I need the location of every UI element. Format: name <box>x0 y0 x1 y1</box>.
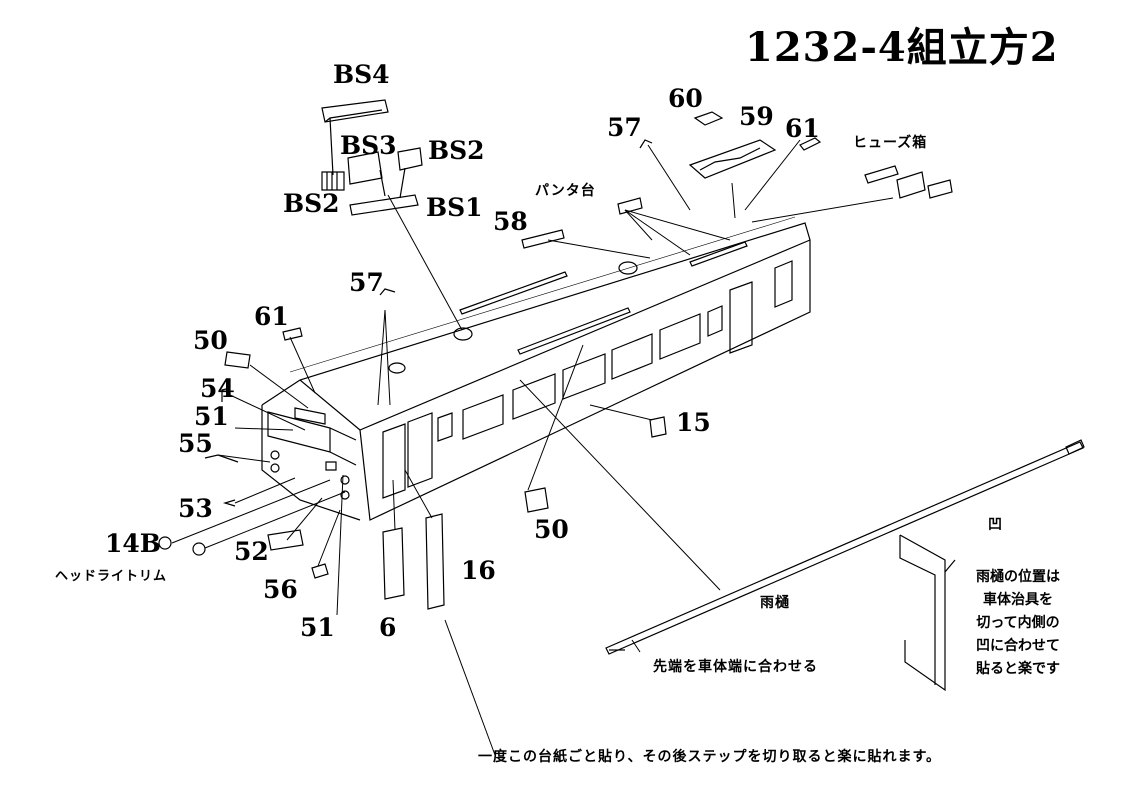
part-label-bs2-left: BS2 <box>283 189 340 218</box>
rain-gutter <box>606 440 1084 654</box>
part-label-bs1: BS1 <box>426 193 483 222</box>
part-label-60: 60 <box>668 84 703 113</box>
part-label-57-mid: 57 <box>349 268 384 297</box>
part-label-51-lower: 51 <box>300 613 335 642</box>
label-rain-gutter: 雨樋 <box>760 595 790 611</box>
car-body <box>262 217 810 520</box>
label-fuse-box: ヒューズ箱 <box>853 135 928 151</box>
part-label-55: 55 <box>178 429 213 458</box>
part-label-16: 16 <box>461 556 496 585</box>
note-line: 雨樋の位置は <box>976 569 1060 585</box>
label-recess: 凹 <box>988 517 1003 533</box>
part-label-52: 52 <box>234 537 269 566</box>
page-title: 1232-4組立方2 <box>745 24 1059 71</box>
bs-parts <box>322 100 422 215</box>
gutter-position-note: 雨樋の位置は 車体治具を 切って内側の 凹に合わせて 貼ると楽です <box>962 566 1074 681</box>
label-headlight-trim: ヘッドライトリム <box>55 569 168 584</box>
part-label-6: 6 <box>379 613 397 642</box>
part-label-61-top: 61 <box>785 114 820 143</box>
leader-lines <box>172 140 893 755</box>
part-label-56: 56 <box>263 575 298 604</box>
part-label-61-left: 61 <box>254 302 289 331</box>
part-label-14b: 14B <box>105 529 161 558</box>
part-label-54: 54 <box>200 374 235 403</box>
part-label-51-upper: 51 <box>194 402 229 431</box>
part-label-bs2-top: BS2 <box>428 136 485 165</box>
gutter-jig <box>900 535 955 690</box>
note-line: 貼ると楽です <box>976 661 1060 677</box>
small-parts <box>158 328 666 609</box>
part-label-53: 53 <box>178 494 213 523</box>
part-label-57-top: 57 <box>607 113 642 142</box>
part-label-58: 58 <box>493 207 528 236</box>
part-label-15: 15 <box>676 408 711 437</box>
part-label-59: 59 <box>739 102 774 131</box>
part-label-bs4: BS4 <box>333 60 390 89</box>
note-line: 凹に合わせて <box>976 638 1060 654</box>
label-pantograph-base: パンタ台 <box>535 183 596 199</box>
part-label-50-bottom: 50 <box>534 515 569 544</box>
roof-equipment <box>380 112 952 295</box>
note-line: 車体治具を <box>983 592 1053 608</box>
note-line: 切って内側の <box>976 615 1060 631</box>
label-tip-align: 先端を車体端に合わせる <box>653 659 818 675</box>
part-label-50-left: 50 <box>193 326 228 355</box>
step-tip-note: 一度この台紙ごと貼り、その後ステップを切り取ると楽に貼れます。 <box>478 749 942 765</box>
part-label-bs3: BS3 <box>340 131 397 160</box>
